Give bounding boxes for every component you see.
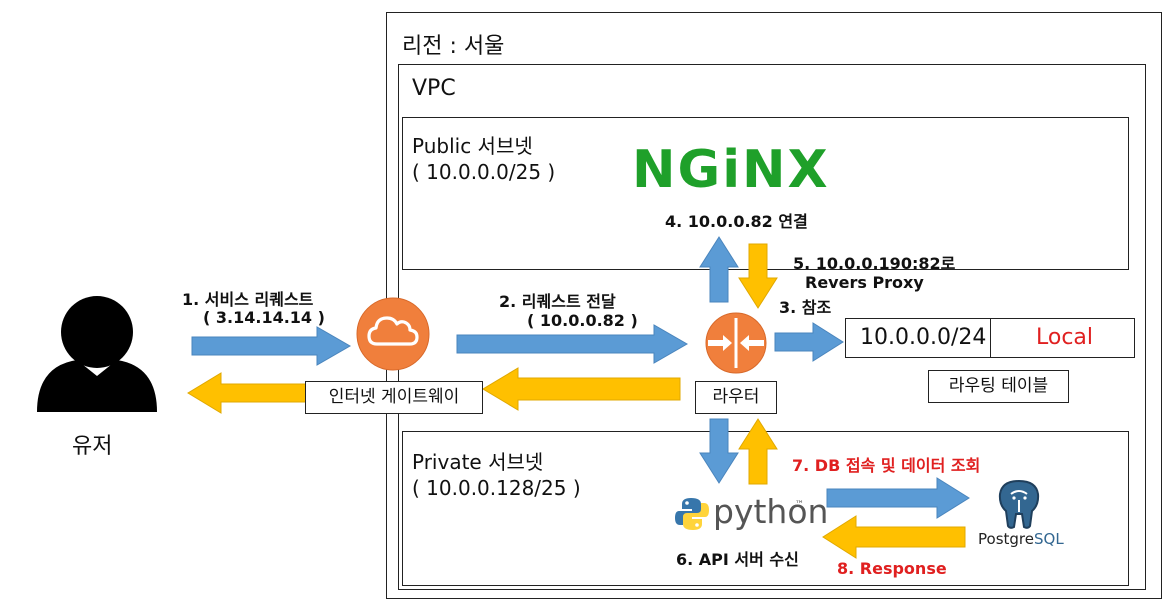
public-subnet-label: Public 서브넷 <box>412 134 533 158</box>
python-logo-text: python <box>713 492 829 531</box>
arrow-router-to-gateway <box>482 367 681 411</box>
arrow-router-to-routetable <box>774 322 844 362</box>
postgresql-logo-text: PostgreSQL <box>978 530 1064 548</box>
route-table-label: 라우팅 테이블 <box>928 370 1069 403</box>
nginx-logo: NGiNX <box>632 140 830 200</box>
router-icon <box>705 312 767 374</box>
step-8-label: 8. Response <box>837 559 947 578</box>
step-2-label: 2. 리퀘스트 전달 <box>499 292 616 311</box>
route-table-destination: 10.0.0.0/24 <box>860 325 987 350</box>
postgresql-logo-part-a: Postgre <box>978 530 1034 548</box>
arrow-router-to-nginx <box>699 236 739 303</box>
step-7-label: 7. DB 접속 및 데이터 조회 <box>792 456 981 475</box>
arrow-user-to-gateway <box>191 326 352 366</box>
arrow-postgres-to-python <box>822 515 966 559</box>
route-table: 10.0.0.0/24 Local <box>845 318 1135 358</box>
arrow-gateway-to-router <box>456 324 689 364</box>
region-label: 리전 : 서울 <box>402 34 505 59</box>
step-6-label: 6. API 서버 수신 <box>676 550 799 569</box>
user-label: 유저 <box>72 434 113 459</box>
arrow-nginx-to-router <box>738 243 778 309</box>
python-tm: ™ <box>795 500 804 510</box>
step-5-sub: Revers Proxy <box>805 273 924 292</box>
vpc-label: VPC <box>412 76 456 101</box>
user-icon <box>37 296 157 412</box>
step-3-label: 3. 참조 <box>779 298 832 317</box>
step-1-ip: ( 3.14.14.14 ) <box>203 308 325 327</box>
python-logo-icon <box>675 498 709 530</box>
postgresql-elephant-icon <box>998 479 1040 529</box>
route-table-divider <box>990 319 991 357</box>
arrow-router-to-python <box>699 418 739 484</box>
public-subnet-cidr: ( 10.0.0.0/25 ) <box>412 160 556 184</box>
step-2-ip: ( 10.0.0.82 ) <box>527 311 638 330</box>
postgresql-logo-part-b: SQL <box>1033 530 1064 548</box>
private-subnet-label: Private 서브넷 <box>412 450 544 474</box>
step-4-label: 4. 10.0.0.82 연결 <box>665 212 808 231</box>
cloud-gateway-icon <box>356 297 430 371</box>
arrow-python-to-postgres <box>826 477 970 519</box>
arrow-python-to-router <box>738 418 778 485</box>
step-1-label: 1. 서비스 리퀘스트 <box>182 290 314 309</box>
private-subnet-cidr: ( 10.0.0.128/25 ) <box>412 476 581 500</box>
router-label: 라우터 <box>695 381 777 414</box>
step-5-label: 5. 10.0.0.190:82로 <box>793 254 956 273</box>
gateway-label: 인터넷 게이트웨이 <box>305 381 483 414</box>
route-table-target: Local <box>1036 325 1094 350</box>
